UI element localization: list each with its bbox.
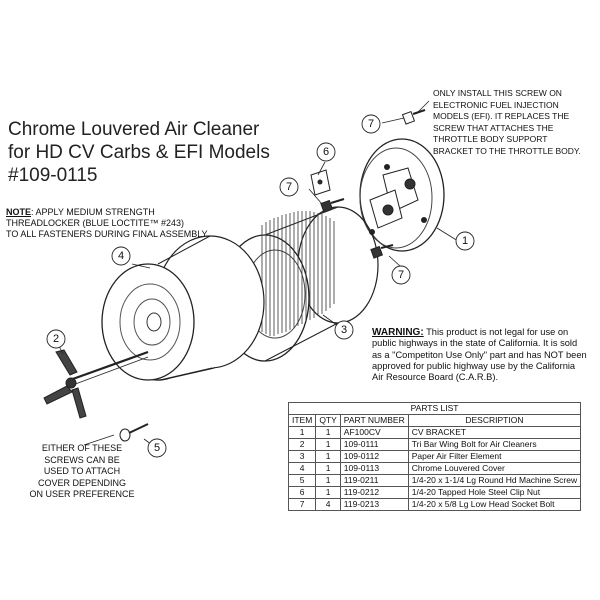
tri-bar-wing-bolt [43, 349, 149, 419]
callout-7-low: 7 [398, 269, 404, 281]
note-line-2: THREADLOCKER (BLUE LOCTITE™ #243) [6, 218, 185, 228]
callout-1: 1 [462, 235, 468, 247]
table-row: 6 1 119-0212 1/4-20 Tapped Hole Steel Cl… [287, 486, 582, 499]
row-item: 1 [287, 426, 317, 439]
clip-nut [310, 169, 331, 196]
row-item: 7 [287, 498, 317, 511]
header-description: DESCRIPTION [407, 414, 582, 427]
chrome-louvered-cover [101, 235, 265, 381]
cv-bracket [359, 138, 445, 252]
row-qty: 1 [315, 462, 341, 475]
table-row: 3 1 109-0112 Paper Air Filter Element [287, 450, 582, 463]
table-row: 5 1 119-0211 1/4-20 x 1-1/4 Lg Round Hd … [287, 474, 582, 487]
callout-circle-7c [391, 265, 411, 285]
row-qty: 4 [315, 498, 341, 511]
callout-7-mid: 7 [286, 181, 292, 193]
callout-7-top: 7 [368, 118, 374, 130]
callout-circle-3 [334, 320, 354, 340]
row-description: 1/4-20 x 1-1/4 Lg Round Hd Machine Screw [407, 474, 582, 487]
row-item: 3 [287, 450, 317, 463]
efi-note-line-6: BRACKET TO THE THROTTLE BODY. [433, 145, 581, 156]
either-note-line-4: COVER DEPENDING [37, 477, 126, 488]
note-line-3: TO ALL FASTENERS DURING FINAL ASSEMBLY [6, 229, 208, 239]
row-part-number: 109-0113 [339, 462, 409, 475]
carb-warning: WARNING: This product is not legal for u… [372, 327, 587, 383]
callout-4: 4 [118, 250, 124, 262]
efi-note-line-4: SCREW THAT ATTACHES THE [433, 122, 554, 133]
row-item: 4 [287, 462, 317, 475]
efi-screw-note: ONLY INSTALL THIS SCREW ON ELECTRONIC FU… [433, 88, 581, 157]
row-qty: 1 [315, 486, 341, 499]
table-row: 1 1 AF100CV CV BRACKET [287, 426, 582, 439]
callout-6: 6 [323, 146, 329, 158]
warning-label: WARNING: [372, 327, 424, 338]
socket-bolt-low [370, 244, 394, 259]
table-row: 7 4 119-0213 1/4-20 x 5/8 Lg Low Head So… [287, 498, 582, 511]
efi-note-line-2: ELECTRONIC FUEL INJECTION [433, 99, 559, 110]
efi-note-line-3: MODELS (EFI). IT REPLACES THE [433, 111, 570, 121]
title-line-3: #109-0115 [8, 165, 98, 186]
threadlocker-note: NOTE: APPLY MEDIUM STRENGTH THREADLOCKER… [6, 207, 208, 240]
parts-list-caption: PARTS LIST [287, 402, 582, 415]
table-row: 2 1 109-0111 Tri Bar Wing Bolt for Air C… [287, 438, 582, 451]
diagram-title: Chrome Louvered Air Cleaner for HD CV Ca… [8, 118, 270, 187]
header-item: ITEM [287, 414, 317, 427]
callout-circle-1 [455, 231, 475, 251]
either-note-line-1: EITHER OF THESE [41, 443, 123, 453]
row-description: 1/4-20 Tapped Hole Steel Clip Nut [407, 486, 582, 499]
socket-bolt-top [401, 109, 426, 125]
either-note-line-3: USED TO ATTACH [43, 466, 121, 476]
row-part-number: AF100CV [339, 426, 409, 439]
row-item: 5 [287, 474, 317, 487]
row-qty: 1 [315, 438, 341, 451]
row-part-number: 119-0213 [339, 498, 409, 511]
callout-circle-7a [361, 114, 381, 134]
callout-5: 5 [154, 442, 160, 454]
row-part-number: 109-0111 [339, 438, 409, 451]
row-description: Chrome Louvered Cover [407, 462, 582, 475]
row-qty: 1 [315, 426, 341, 439]
title-line-2: for HD CV Carbs & EFI Models [8, 142, 270, 163]
machine-screw [119, 423, 149, 442]
row-qty: 1 [315, 450, 341, 463]
callout-circle-5 [147, 438, 167, 458]
title-line-1: Chrome Louvered Air Cleaner [8, 119, 260, 140]
row-part-number: 119-0212 [339, 486, 409, 499]
socket-bolt-mid [320, 198, 345, 213]
row-description: 1/4-20 x 5/8 Lg Low Head Socket Bolt [407, 498, 582, 511]
efi-note-line-1: ONLY INSTALL THIS SCREW ON [433, 88, 562, 98]
row-description: Tri Bar Wing Bolt for Air Cleaners [407, 438, 582, 451]
row-item: 6 [287, 486, 317, 499]
either-note-line-5: ON USER PREFERENCE [29, 489, 135, 499]
note-line-1: : APPLY MEDIUM STRENGTH [31, 207, 155, 217]
header-part-number: PART NUMBER [339, 414, 409, 427]
row-description: Paper Air Filter Element [407, 450, 582, 463]
row-part-number: 119-0211 [339, 474, 409, 487]
row-item: 2 [287, 438, 317, 451]
header-qty: QTY [315, 414, 341, 427]
callout-3: 3 [341, 324, 347, 336]
parts-list-table: PARTS LIST ITEM QTY PART NUMBER DESCRIPT… [287, 402, 582, 511]
callout-circle-6 [316, 142, 336, 162]
row-description: CV BRACKET [407, 426, 582, 439]
callout-circle-7b [279, 177, 299, 197]
callout-2: 2 [53, 333, 59, 345]
row-qty: 1 [315, 474, 341, 487]
either-note-line-2: SCREWS CAN BE [44, 454, 120, 465]
either-screw-note: EITHER OF THESE SCREWS CAN BE USED TO AT… [18, 443, 146, 501]
warning-text: This product is not legal for use on pub… [372, 327, 587, 383]
table-row: 4 1 109-0113 Chrome Louvered Cover [287, 462, 582, 475]
callout-circle-2 [46, 329, 66, 349]
row-part-number: 109-0112 [339, 450, 409, 463]
efi-note-line-5: THROTTLE BODY SUPPORT [433, 134, 548, 144]
note-label: NOTE [6, 207, 32, 217]
callout-circle-4 [111, 246, 131, 266]
